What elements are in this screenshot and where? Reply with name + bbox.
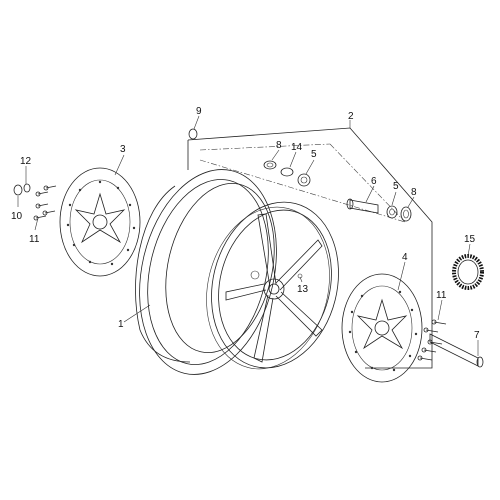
callout-7: 7 [474, 330, 480, 341]
callout-10: 10 [11, 211, 23, 222]
callout-2: 2 [348, 111, 354, 122]
left-fasteners [13, 183, 57, 221]
callouts: 1 2 3 4 5 5 6 7 8 8 9 10 11 11 12 13 14 … [11, 106, 480, 341]
seal-8-right [400, 206, 412, 222]
sprocket [452, 254, 484, 290]
callout-5-right: 5 [393, 181, 399, 192]
axle [429, 333, 484, 368]
callout-14: 14 [291, 142, 303, 153]
wheel-rim [206, 201, 339, 370]
right-brake-disc [341, 273, 423, 383]
callout-4: 4 [402, 252, 408, 263]
callout-6: 6 [371, 176, 377, 187]
bearing-5-left [297, 173, 311, 187]
callout-1: 1 [118, 319, 124, 330]
callout-11-left: 11 [29, 234, 40, 245]
tyre [135, 169, 277, 375]
callout-11-right: 11 [436, 290, 447, 301]
rim-spokes [225, 213, 323, 363]
leader-lines [17, 115, 479, 356]
callout-3: 3 [120, 144, 126, 155]
nut-9 [188, 128, 198, 140]
right-disc-holes [348, 290, 418, 372]
callout-5-left: 5 [311, 149, 317, 160]
right-fasteners [417, 319, 447, 361]
callout-12: 12 [20, 156, 32, 167]
callout-15: 15 [464, 234, 476, 245]
callout-8-right: 8 [411, 187, 417, 198]
spacer-6 [346, 198, 379, 214]
callout-8-left: 8 [276, 140, 282, 151]
ring-14 [280, 167, 294, 177]
left-brake-disc [59, 167, 141, 277]
callout-13: 13 [297, 284, 309, 295]
bearing-5-right [386, 205, 398, 219]
callout-9: 9 [196, 106, 202, 117]
seal-8-left [263, 160, 277, 170]
left-disc-holes [66, 180, 136, 266]
